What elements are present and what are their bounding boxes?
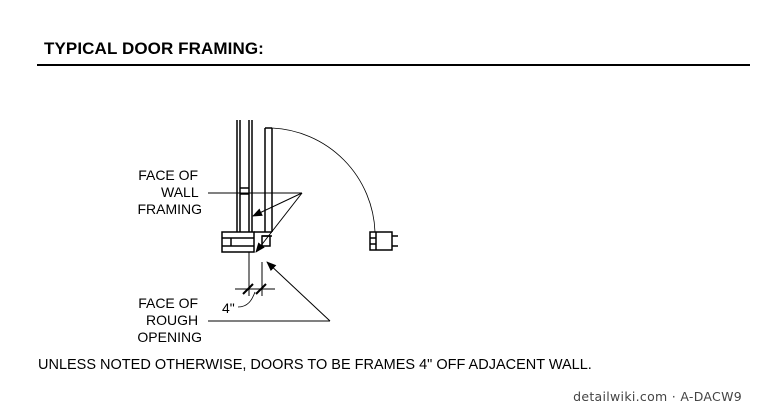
door-slab [264, 127, 273, 232]
dimension-lines [235, 252, 275, 296]
wall-framing-leaders [208, 192, 303, 253]
title-underline [37, 64, 750, 66]
label-face-of-rough-opening: FACE OF ROUGH OPENING [137, 295, 202, 345]
source-credit: detailwiki.com · A-DACW9 [573, 389, 742, 404]
rough-opening-leaders [208, 261, 331, 322]
page-title: TYPICAL DOOR FRAMING: [44, 39, 264, 58]
door-jamb [221, 231, 272, 253]
door-swing-arc [271, 127, 376, 233]
dimension-label: 4" [222, 300, 235, 316]
general-note: UNLESS NOTED OTHERWISE, DOORS TO BE FRAM… [38, 357, 592, 373]
label-face-of-wall-framing: FACE OF WALL FRAMING [137, 167, 202, 217]
dimension-leader [237, 291, 256, 308]
opposite-jamb [369, 231, 398, 251]
wall-studs [236, 120, 253, 232]
